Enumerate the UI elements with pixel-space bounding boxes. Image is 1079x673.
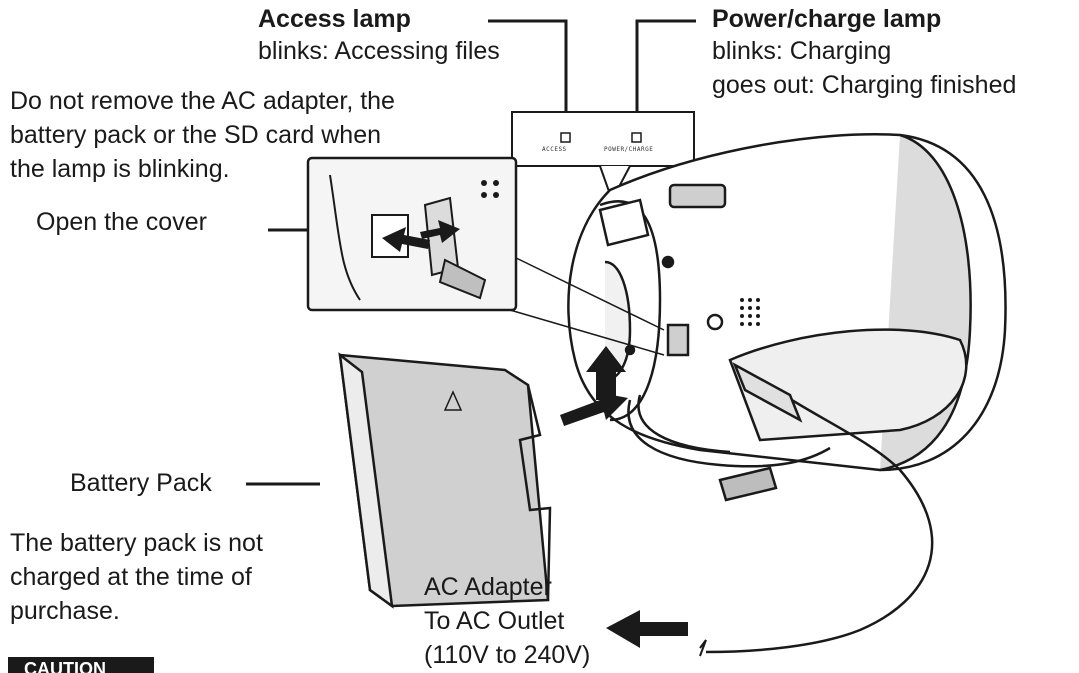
warning-line-1: Do not remove the AC adapter, the	[10, 87, 395, 115]
panel-label-access: ACCESS	[542, 146, 567, 153]
camcorder-body	[567, 133, 1007, 472]
open-cover-label: Open the cover	[36, 208, 207, 236]
insert-arrow-icon	[560, 392, 628, 426]
warning-line-2: battery pack or the SD card when	[10, 121, 382, 149]
open-arrow-icon	[420, 220, 460, 243]
cover-inset	[306, 156, 665, 356]
panel-label-power: POWER/CHARGE	[604, 146, 654, 153]
access-lamp-leader	[488, 19, 568, 132]
battery-note-3: purchase.	[10, 597, 120, 625]
push-arrow-icon	[382, 227, 430, 252]
adapter-voltage-label: (110V to 240V)	[424, 641, 591, 669]
battery-triangle-icon	[443, 390, 463, 411]
lamp-panel	[511, 111, 695, 203]
power-lamp-leader	[635, 19, 696, 132]
access-lamp-desc: blinks: Accessing files	[258, 37, 500, 65]
power-lamp-desc-1: blinks: Charging	[712, 37, 892, 65]
battery-pack	[338, 352, 552, 609]
power-lamp-desc-2: goes out: Charging finished	[712, 71, 1017, 99]
access-lamp-title: Access lamp	[258, 5, 411, 33]
access-lamp-indicator	[560, 132, 571, 143]
warning-line-3: the lamp is blinking.	[10, 155, 230, 183]
speaker-grille	[740, 298, 760, 326]
adapter-outlet-label: To AC Outlet	[424, 607, 565, 635]
battery-pack-label: Battery Pack	[70, 469, 212, 497]
caution-badge: CAUTION	[8, 657, 154, 673]
battery-note-2: charged at the time of	[10, 563, 252, 591]
plug-arrow-icon	[606, 610, 688, 648]
power-lamp-title: Power/charge lamp	[712, 5, 942, 33]
power-lamp-indicator	[631, 132, 642, 143]
ac-cable	[627, 362, 934, 657]
battery-note-1: The battery pack is not	[10, 529, 263, 557]
adapter-label: AC Adapter	[424, 573, 552, 601]
up-arrow-icon	[586, 346, 626, 400]
